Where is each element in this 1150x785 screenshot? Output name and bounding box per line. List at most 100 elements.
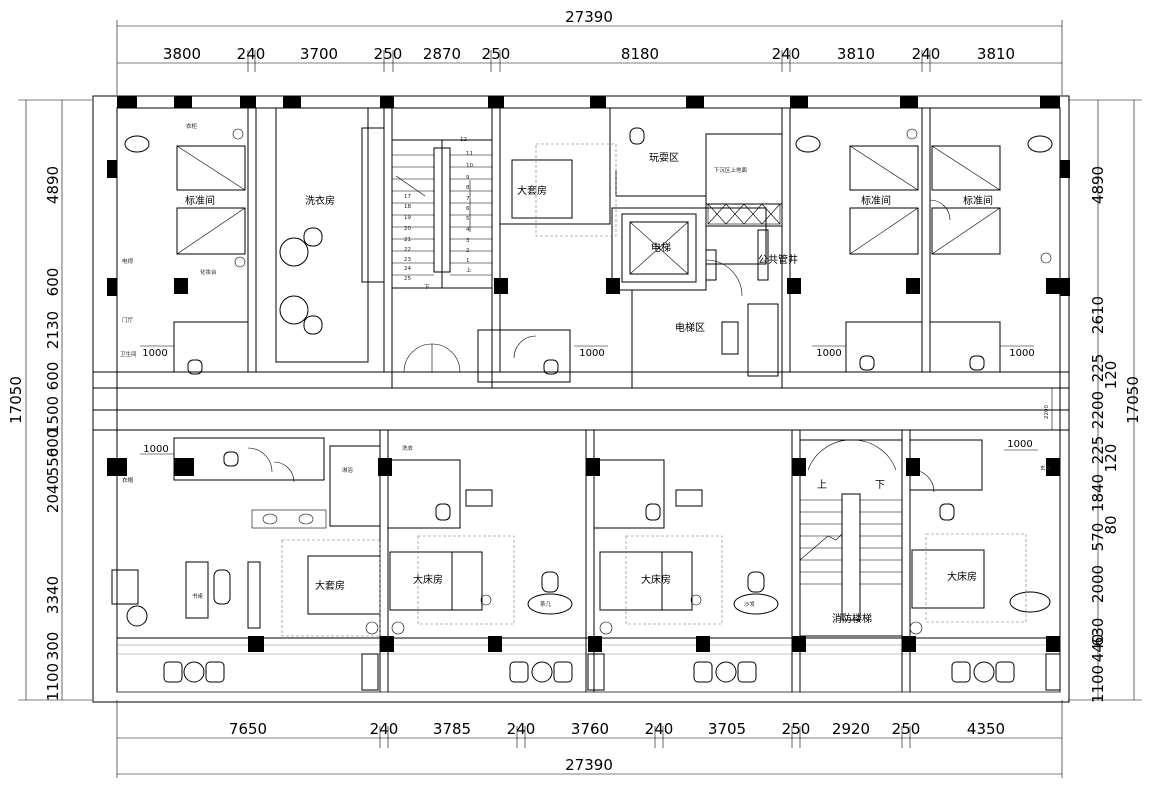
left-dim-7: 550 bbox=[44, 448, 62, 477]
left-dim-8: 2040 bbox=[44, 475, 62, 513]
small-tags: 衣柜 门厅 卫生间 电视 化妆台 书桌 衣帽 玄关 茶几 沙发 淋浴 洗衣 下沉… bbox=[120, 122, 1052, 608]
left-total-dim: 17050 bbox=[7, 376, 25, 424]
room-elevator-hall: 电梯区 bbox=[675, 321, 705, 334]
bottom-dim-7: 3705 bbox=[708, 720, 746, 738]
room-fire-stair: 消防楼梯 bbox=[832, 612, 872, 625]
bottom-dim-3: 3785 bbox=[433, 720, 471, 738]
left-dim-10: 300 bbox=[44, 632, 62, 661]
top-dim-1: 3800 bbox=[163, 45, 201, 63]
top-dim-9: 3810 bbox=[837, 45, 875, 63]
stair-step-3: 3 bbox=[466, 238, 470, 244]
top-dim-11: 3810 bbox=[977, 45, 1015, 63]
stair-step-21: 21 bbox=[404, 237, 411, 243]
stair-step-17: 17 bbox=[404, 194, 411, 200]
tag-wardrobe: 衣柜 bbox=[186, 122, 198, 130]
bottom-total-dim: 27390 bbox=[565, 756, 613, 774]
stair-step-25: 25 bbox=[404, 276, 411, 282]
stair-step-18: 18 bbox=[404, 204, 411, 210]
stair-step-1: 1 bbox=[466, 258, 470, 264]
doors bbox=[232, 128, 1052, 635]
inner-dim-1: 1000 bbox=[142, 348, 167, 359]
tag-desk: 书桌 bbox=[192, 592, 204, 600]
outer-walls bbox=[92, 95, 1070, 703]
stair-step-5: 5 bbox=[466, 216, 470, 222]
top-dim-6: 250 bbox=[482, 45, 511, 63]
top-dim-3: 3700 bbox=[300, 45, 338, 63]
room-king-3: 大床房 bbox=[947, 570, 977, 583]
left-dim-4: 600 bbox=[44, 362, 62, 391]
central-stair: 12 11 10 9 8 7 6 5 4 3 2 1 上 17 18 19 20… bbox=[391, 137, 493, 373]
room-standard-2: 标准间 bbox=[861, 194, 891, 207]
room-labels: 标准间 洗衣房 大套房 玩耍区 电梯 公共管井 电梯区 标准间 标准间 大套房 … bbox=[185, 152, 993, 625]
stair-step-11: 11 bbox=[466, 151, 473, 157]
stair-number-12: 12 bbox=[460, 137, 467, 143]
tag-entry: 玄关 bbox=[1040, 464, 1052, 472]
bottom-dim-6: 240 bbox=[645, 720, 674, 738]
stair-step-23: 23 bbox=[404, 257, 411, 263]
right-dim-14: 1100 bbox=[1089, 665, 1107, 703]
right-dim-1: 4890 bbox=[1089, 166, 1107, 204]
right-dim-10: 80 bbox=[1102, 515, 1120, 534]
elevator-car bbox=[621, 213, 769, 297]
right-dim-8: 1840 bbox=[1089, 474, 1107, 512]
top-dim-10: 240 bbox=[912, 45, 941, 63]
right-dim-11: 2000 bbox=[1089, 565, 1107, 603]
inner-dimensions: 1000 1000 1000 1000 1000 1000 2200 bbox=[140, 345, 1053, 455]
tag-tea-table: 茶几 bbox=[540, 600, 552, 608]
columns bbox=[107, 96, 1070, 652]
stair-step-6: 6 bbox=[466, 206, 470, 212]
room-suite-top: 大套房 bbox=[517, 184, 547, 197]
stair-up-label: 上 bbox=[466, 266, 472, 274]
stair-step-7: 7 bbox=[466, 196, 470, 202]
room-standard-3: 标准间 bbox=[963, 194, 993, 207]
tag-vanity: 化妆台 bbox=[200, 268, 217, 276]
stair-step-22: 22 bbox=[404, 247, 411, 253]
top-dim-5: 2870 bbox=[423, 45, 461, 63]
room-king-2: 大床房 bbox=[641, 573, 671, 586]
right-dim-4: 120 bbox=[1102, 361, 1120, 390]
right-dim-13: 440 bbox=[1089, 634, 1107, 663]
stair-step-9: 9 bbox=[466, 175, 470, 181]
room-laundry: 洗衣房 bbox=[305, 194, 335, 207]
tag-sunken-area: 下沉区上地面 bbox=[714, 166, 748, 174]
room-elevator: 电梯 bbox=[651, 241, 671, 254]
bottom-dim-9: 2920 bbox=[832, 720, 870, 738]
inner-dim-2: 1000 bbox=[579, 348, 604, 359]
beds bbox=[176, 143, 1027, 637]
inner-dim-5: 1000 bbox=[143, 444, 168, 455]
bottom-dim-10: 250 bbox=[892, 720, 921, 738]
stair-step-8: 8 bbox=[466, 185, 470, 191]
right-dim-5: 2200 bbox=[1089, 391, 1107, 429]
top-total-dim: 27390 bbox=[565, 8, 613, 26]
room-suite-bottom: 大套房 bbox=[315, 579, 345, 592]
left-dim-9: 3340 bbox=[44, 576, 62, 614]
furniture-misc bbox=[111, 127, 1061, 691]
bottom-dim-11: 4350 bbox=[967, 720, 1005, 738]
dimension-right: 17050 4890 2610 225 120 2200 225 120 184… bbox=[1068, 99, 1142, 703]
right-dim-2: 2610 bbox=[1089, 296, 1107, 334]
stair-step-2: 2 bbox=[466, 248, 470, 254]
left-dim-2: 600 bbox=[44, 268, 62, 297]
room-king-1: 大床房 bbox=[413, 573, 443, 586]
dimension-top: 27390 3800 240 3700 250 2870 250 8180 24… bbox=[116, 8, 1063, 95]
right-dim-6: 225 bbox=[1089, 436, 1107, 465]
top-dim-8: 240 bbox=[772, 45, 801, 63]
tag-sofa: 沙发 bbox=[744, 600, 756, 608]
inner-dim-6: 1000 bbox=[1007, 439, 1032, 450]
tag-closet: 衣帽 bbox=[122, 476, 134, 484]
left-dim-5: 1500 bbox=[44, 396, 62, 434]
top-dim-2: 240 bbox=[237, 45, 266, 63]
stair-step-24: 24 bbox=[404, 266, 411, 272]
dimension-left: 17050 4890 600 2130 600 1500 600 550 204… bbox=[7, 99, 92, 701]
tag-bathroom: 卫生间 bbox=[120, 350, 137, 358]
bottom-dim-4: 240 bbox=[507, 720, 536, 738]
tag-tv: 电视 bbox=[122, 257, 134, 265]
top-dim-4: 250 bbox=[374, 45, 403, 63]
inner-dim-4: 1000 bbox=[1009, 348, 1034, 359]
bottom-dim-1: 7650 bbox=[229, 720, 267, 738]
tag-laundry: 洗衣 bbox=[402, 444, 414, 452]
left-dim-6: 600 bbox=[44, 429, 62, 458]
right-total-dim: 17050 bbox=[1124, 376, 1142, 424]
right-dim-12: 630 bbox=[1089, 618, 1107, 647]
